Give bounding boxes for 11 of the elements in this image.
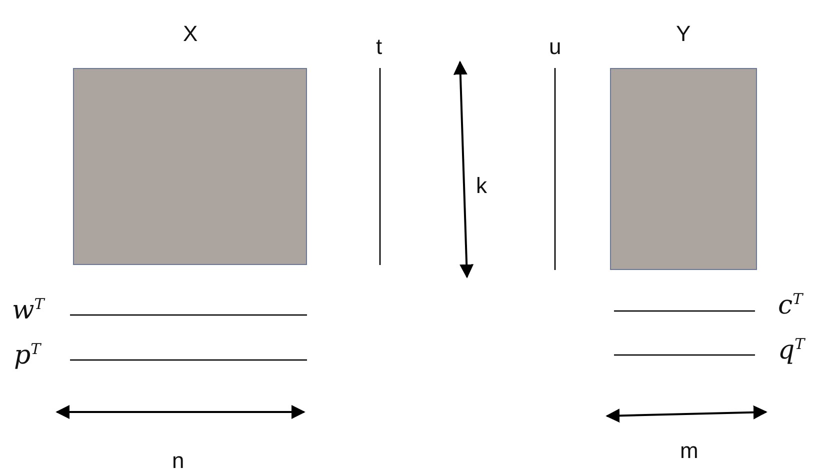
row-vector-label: c$^{T}$: [778, 292, 803, 319]
dimension-label: k: [476, 175, 487, 197]
dimension-label: m: [680, 440, 698, 462]
matrix-label: X: [183, 23, 198, 45]
vector-label: t: [376, 36, 382, 58]
row-vector-label: q$^{T}$: [778, 337, 805, 364]
vector-label: u: [549, 36, 562, 58]
dimension-label: n: [172, 450, 184, 472]
matrix-label: Y: [676, 23, 691, 45]
row-vector-label: p$^{T}$: [14, 342, 41, 369]
row-vector-label: w$^{T}$: [12, 297, 44, 324]
